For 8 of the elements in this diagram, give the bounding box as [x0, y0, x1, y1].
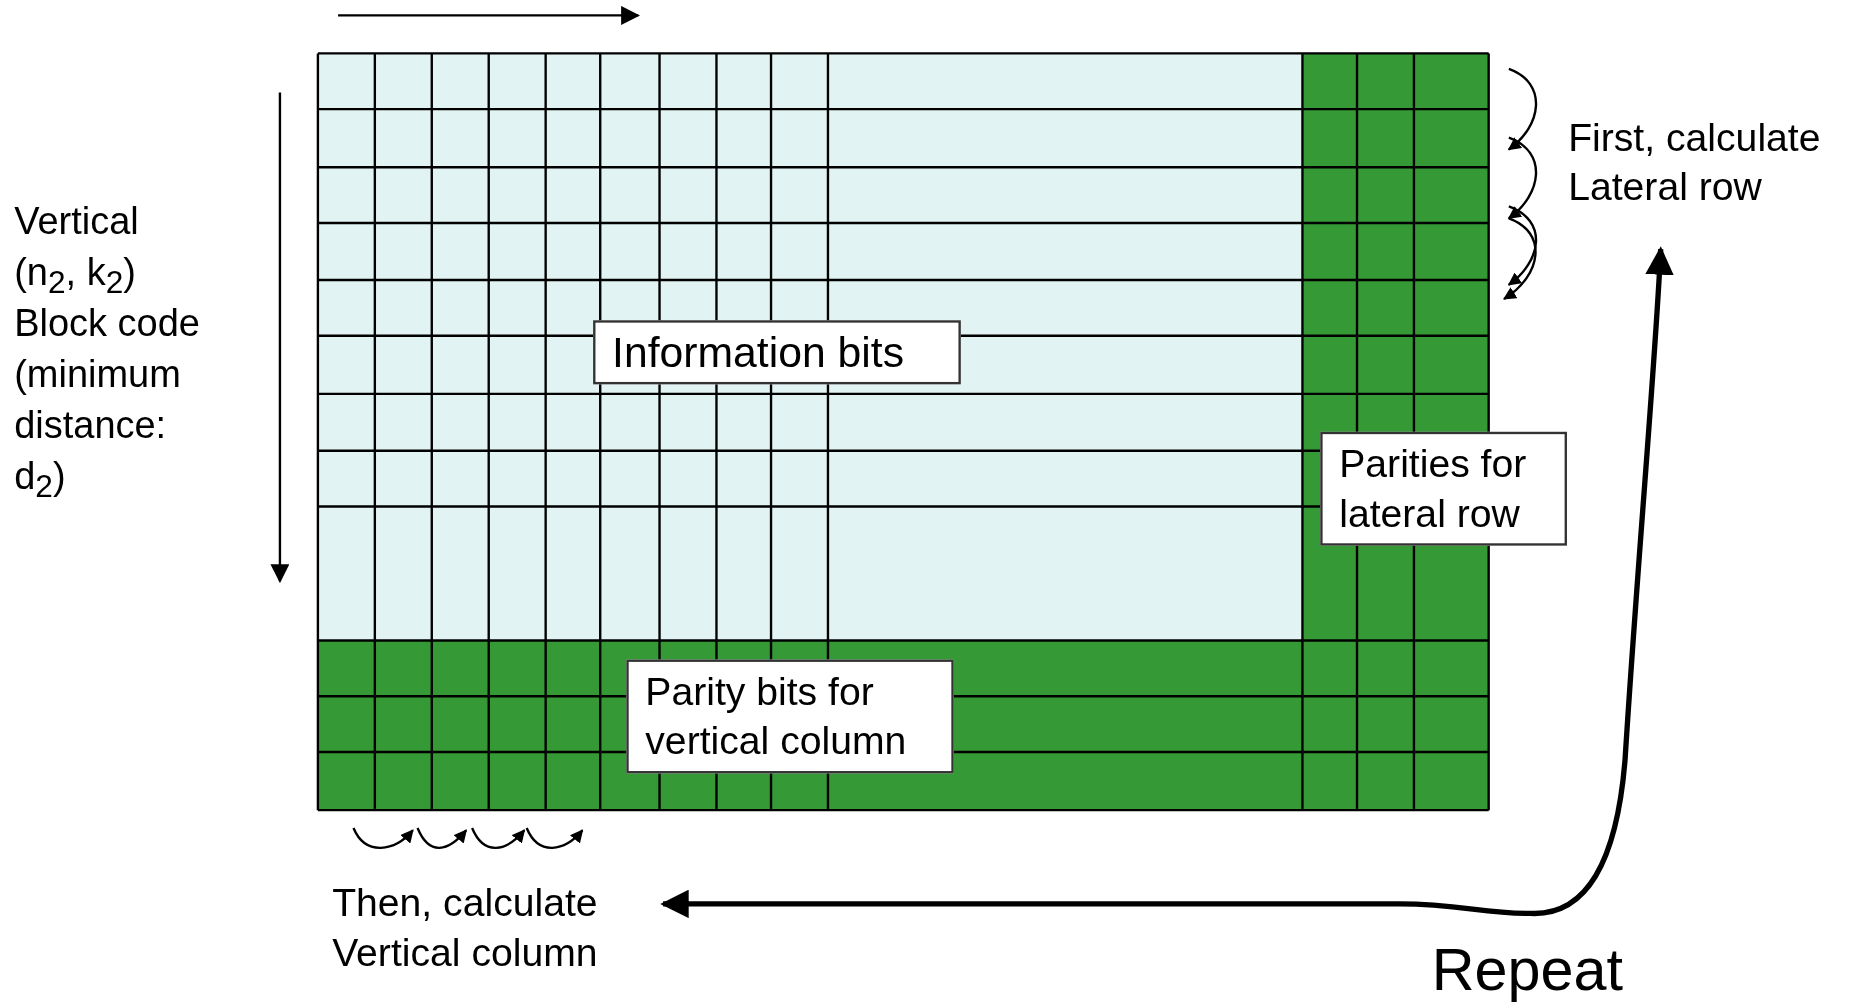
label-box: Parities for lateral row [1320, 431, 1567, 546]
label-box: Information bits [593, 320, 961, 385]
edge-label: Repeat [1431, 937, 1623, 1004]
annotation-text: Then, calculate Vertical column [332, 877, 661, 983]
arrow [660, 246, 1674, 919]
side-note: Vertical (n$_{2}$, k$_{2}$) Block code (minimum distance: d$_{2}$) [14, 198, 201, 502]
label-box: Parity bits for vertical column [626, 659, 954, 774]
annotation-text: First, calculate Lateral row [1568, 112, 1853, 246]
